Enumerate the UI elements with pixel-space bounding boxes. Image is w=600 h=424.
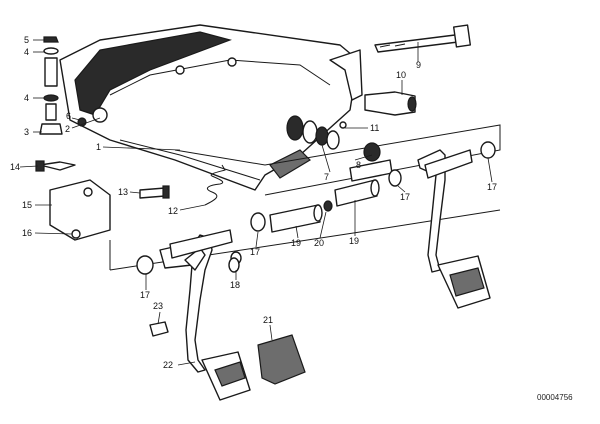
callout-2: 2 — [65, 124, 70, 134]
callout-4: 4 — [24, 47, 29, 57]
callout-17: 17 — [140, 290, 150, 300]
pivot-shaft — [269, 159, 393, 233]
callout-5: 5 — [24, 35, 29, 45]
callout-17: 17 — [400, 192, 410, 202]
callout-23: 23 — [153, 301, 163, 311]
callout-17: 17 — [250, 247, 260, 257]
document-number: 00004756 — [537, 393, 573, 402]
callout-17: 17 — [487, 182, 497, 192]
stud-bolt-stack — [39, 36, 87, 135]
callout-18: 18 — [230, 280, 240, 290]
pedal-bracket-housing — [59, 24, 359, 191]
brake-pedal-arm — [159, 229, 251, 401]
small-parts — [149, 257, 240, 337]
callout-14: 14 — [10, 162, 20, 172]
pedal-pad — [257, 334, 306, 385]
switch-bracket-arm — [329, 49, 417, 116]
callout-labels: 5 4 4 3 6 2 1 9 10 11 8 7 14 15 16 13 12… — [10, 35, 497, 370]
clutch-pedal-arm — [417, 149, 491, 309]
return-spring — [204, 164, 226, 206]
callout-6: 6 — [66, 111, 71, 121]
cover-plate — [49, 179, 111, 241]
callout-16: 16 — [22, 228, 32, 238]
callout-20: 20 — [314, 238, 324, 248]
leader-lines — [19, 39, 493, 366]
callout-10: 10 — [396, 70, 406, 80]
callout-12: 12 — [168, 206, 178, 216]
callout-1: 1 — [96, 142, 101, 152]
pushrod — [374, 24, 472, 53]
callout-4: 4 — [24, 93, 29, 103]
callout-9: 9 — [416, 60, 421, 70]
callout-11: 11 — [370, 123, 379, 133]
callout-8: 8 — [356, 160, 361, 170]
callout-21: 21 — [263, 315, 273, 325]
callout-15: 15 — [22, 200, 32, 210]
callout-3: 3 — [24, 127, 29, 137]
callout-22: 22 — [163, 360, 173, 370]
callout-13: 13 — [118, 187, 128, 197]
callout-7: 7 — [324, 172, 329, 182]
callout-19: 19 — [349, 236, 359, 246]
small-bolts — [35, 160, 170, 199]
callout-19: 19 — [291, 238, 301, 248]
